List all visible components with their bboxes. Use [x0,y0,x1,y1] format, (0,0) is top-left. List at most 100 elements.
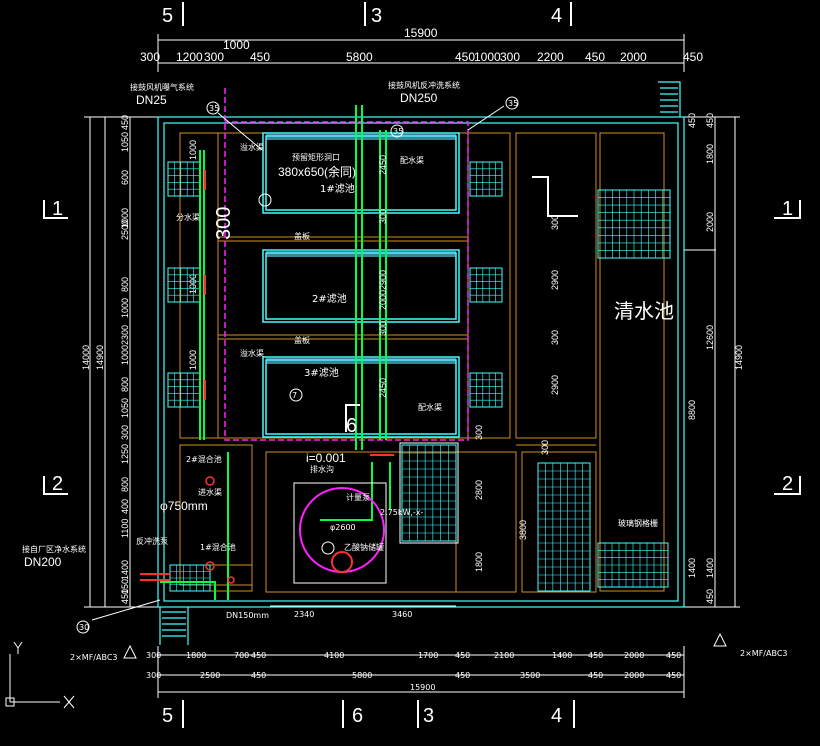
dim-left-14: 400 [120,499,130,514]
right-dimensions [684,116,740,608]
dim-left-15: 1100 [120,519,130,538]
section-marker-2-left: 2 [43,473,68,495]
dim-inner-12: 3800 [518,520,528,540]
dim-left-5: 800 [120,277,130,292]
label-mix2: 2#混合池 [186,454,222,464]
dim-inner-2: 2900 [378,270,388,290]
inner-dimensions: 2450300290020003002900300245030029003002… [378,155,560,572]
dim-inner-2: 3460 [392,610,412,619]
dim-inner-6: 300 [550,215,560,230]
dim-top-7: 300 [500,50,520,64]
section-marker-2-right: 2 [774,473,801,495]
dim-left-inner-0: 1000 [188,140,198,160]
dim-bot2-7: 2000 [624,671,644,680]
dim-left-6: 1000 [120,298,130,318]
dim-left-11: 300 [120,425,130,440]
outer-walls [157,81,685,645]
label-filter1: 1#滤池 [320,182,355,195]
callouts [76,96,519,634]
label-hole-size: 380x650(余同) [278,164,356,179]
grate-clear-bottom [597,542,669,588]
label-phi2600: φ2600 [330,523,356,532]
grate-small-3 [469,161,503,197]
grates [167,161,671,592]
dim-left-17: 150 [120,579,130,594]
dim-right-inner-1: 8800 [687,400,697,420]
dim-inner-3: 2000 [378,290,388,310]
dim-right-1: 1800 [705,144,715,164]
grate-inlet [169,564,211,592]
dashed-pipe [224,88,469,441]
dim-right-0: 450 [705,113,715,128]
dim-bot2-8: 450 [666,671,681,680]
green-pipes [160,105,391,600]
section-box-right [532,176,578,217]
section-triangles [123,632,727,659]
label-slope: i=0.001 [306,451,346,465]
label-note-dn250: 接鼓风机反冲洗系统 [388,80,460,90]
dim-inner-14: 300 [540,440,550,455]
dim-top-2: 300 [204,50,224,64]
axis-label-4-bottom: 4 [551,705,562,727]
label-water-2: 溢水渠 [240,348,264,358]
svg-text:6: 6 [346,415,357,437]
dim-inner-9: 2900 [550,375,560,395]
label-top-plate-1: 盖板 [294,231,310,241]
dim-bot1-6: 450 [455,651,470,660]
dim-total-bottom: 15900 [410,683,435,692]
dim-left-3: 1000 [120,208,130,228]
dim-inner-5: 2900 [550,270,560,290]
label-section-right: 2×MF/ABC3 [740,649,788,658]
label-phi750: φ750mm [160,499,208,513]
dim-bot1-8: 1400 [552,651,572,660]
grate-tall [537,462,591,592]
label-backwash: 反冲洗泵 [136,536,168,546]
label-inlet: 进水渠 [198,487,222,497]
dim-left-16: 1400 [120,560,130,580]
label-top-plate-2: 盖板 [294,335,310,345]
label-filter2: 2#滤池 [312,292,347,305]
dim-left-inner-2: 1000 [188,274,198,294]
grate-small-5 [469,372,503,408]
label-dist-chan-2: 配水渠 [418,402,442,412]
axis-label-4-top: 4 [551,5,562,27]
dim-inner-1: 300 [378,209,388,224]
dim-left-total-b: 14900 [95,345,105,370]
dim-inner-10: 300 [550,330,560,345]
label-section-left: 2×MF/ABC3 [70,653,118,662]
dim-left-18: 450 [120,589,130,604]
label-metering: 计量泵 [346,492,370,502]
axis-label-5-top: 5 [162,5,173,27]
label-clear-tank: 清水池 [614,300,674,323]
dim-left-inner-1: 1000 [188,350,198,370]
dim-left-total-a: 14000 [81,345,91,370]
dim-inner-7: 2450 [378,378,388,398]
dim-top-3: 450 [250,50,270,64]
dim-row0: 1000 [223,38,250,52]
dim-bot1-10: 2000 [624,651,644,660]
dim-left-10: 1050 [120,398,130,418]
svg-text:1: 1 [782,198,793,220]
label-note-dn25: 接鼓风机曝气系统 [130,82,194,92]
axis-6-marker: 6 [345,404,360,437]
dim-left-13: 800 [120,477,130,492]
dim-top-1: 1200 [176,50,203,64]
label-dn: DN150mm [226,611,269,620]
dim-top-5: 450 [455,50,475,64]
label-dn250: DN250 [400,91,438,105]
label-note-dn200: 接自厂区净水系统 [22,544,86,554]
dim-bot1-5: 1700 [418,651,438,660]
dim-top-11: 450 [683,50,703,64]
label-drain: 排水沟 [310,464,334,474]
axis-markers-top: 5 3 4 [162,2,572,27]
dim-bot2-0: 300 [146,671,161,680]
dim-right-total-a: 12600 [705,325,715,350]
callout-30: 30 [79,623,89,632]
left-dimensions [84,116,158,608]
dim-bot1-0: 300 [146,651,161,660]
dim-bot2-5: 3500 [520,671,540,680]
dim-inner-11: 2800 [474,480,484,500]
